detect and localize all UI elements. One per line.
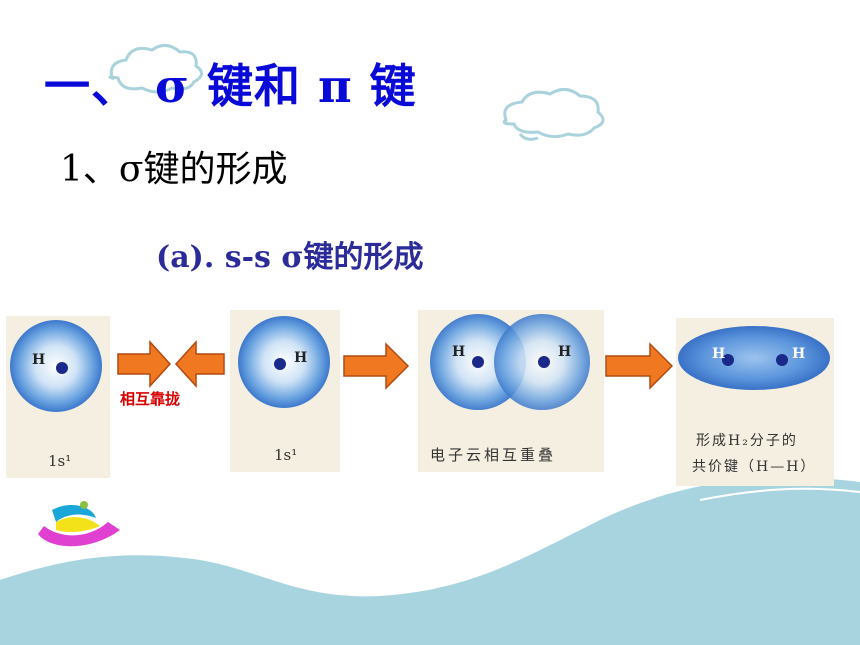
overlap-label: 电子云相互重叠	[430, 446, 557, 464]
arrow-right-icon	[605, 342, 674, 390]
atom-label: H	[792, 346, 806, 362]
arrow-right-icon	[117, 340, 172, 388]
arrow-right-icon	[343, 342, 410, 390]
atom-label: H	[558, 344, 572, 360]
cloud-icon	[502, 88, 605, 141]
h2-molecule-diagram	[678, 326, 830, 390]
atom-label: H	[712, 346, 726, 362]
sea-wave	[0, 477, 860, 645]
orbital-panel-2: H 1s¹	[230, 310, 340, 472]
approach-label: 相互靠拢	[120, 390, 181, 408]
slide-subtitle: 1、σ键的形成	[60, 149, 288, 190]
cloud-icon	[108, 44, 203, 94]
orbital-panel-1: H 1s¹	[6, 316, 110, 478]
atom-label: H	[452, 344, 466, 360]
section-caption: (a). s-s σ键的形成	[156, 240, 424, 275]
s-orbital-diagram	[238, 316, 330, 408]
overlap-panel: H H 电子云相互重叠	[418, 310, 604, 472]
orbital-label: 1s¹	[274, 446, 298, 464]
atom-label: H	[32, 352, 46, 368]
bond-panel: H H 形成H₂分子的 共价键（H—H）	[676, 318, 834, 486]
slide-title: 一、 σ 键和 π 键	[44, 59, 417, 113]
overlapping-orbitals-diagram	[430, 314, 590, 410]
orbital-label: 1s¹	[48, 452, 72, 470]
bond-label-line1: 形成H₂分子的	[696, 433, 798, 449]
atom-label: H	[294, 350, 308, 366]
arrow-left-icon	[174, 340, 225, 388]
sailboat-icon	[38, 501, 120, 547]
bond-label-line2: 共价键（H—H）	[692, 459, 817, 475]
s-orbital-diagram	[10, 320, 102, 412]
